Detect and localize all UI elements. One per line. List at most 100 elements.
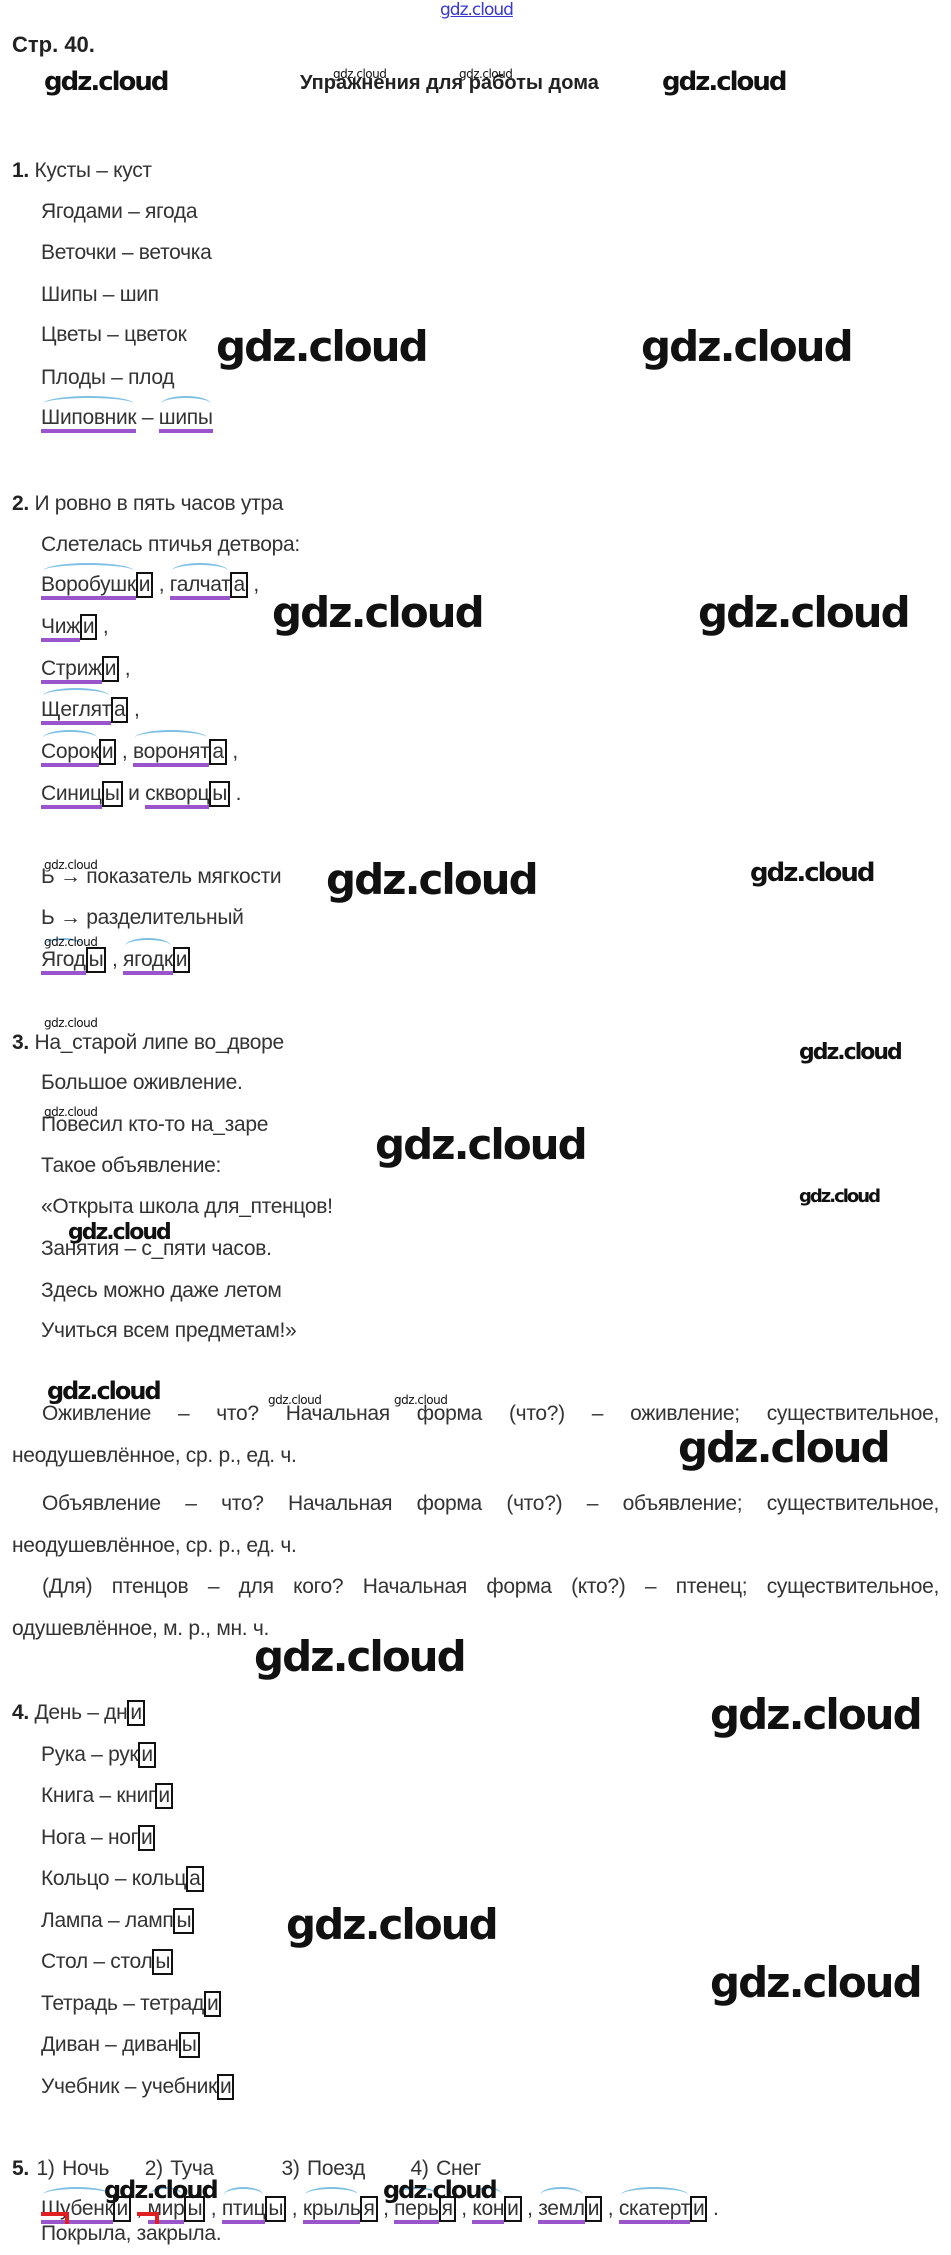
ex2-line: Слетелась птичья детвора: [41,533,300,556]
watermark: gdz.cloud [326,855,539,904]
line-text: И ровно в пять часов утра [34,492,284,515]
ending-box: и [203,1990,222,2017]
ending-box: ы [265,2196,287,2222]
answer: 4) Снег [410,2157,482,2180]
exercise-number: 1. [12,159,29,182]
ending-box: ы [85,947,107,973]
word-base: Чиж [41,615,80,642]
ending-box: а [230,572,248,598]
ex3-line: «Открыта школа для_птенцов! [41,1195,333,1218]
ex1-line-marked: Шиповник – шипы [41,405,213,433]
word-base: Ягод [41,948,86,975]
word-base: ягодк [123,948,173,975]
ex1-line: Плоды – плод [41,366,175,389]
answer: 1) Ночь [36,2157,110,2180]
ending-box: и [101,656,120,682]
word-base: скатерт [618,2197,690,2224]
watermark: gdz.cloud [104,2176,219,2204]
ex5-answers: 5. 1) Ночь 2) Туча 3) Поезд 4) Снег [12,2156,481,2182]
ending-box: и [216,2073,235,2100]
page-number: Стр. 40. [12,32,95,57]
exercise-number: 2. [12,492,29,515]
watermark: gdz.cloud [662,67,788,97]
word-base: воронят [132,740,210,767]
exercise-number: 4. [12,1701,29,1724]
watermark: gdz.cloud [286,1900,499,1949]
ex3-paragraph: (Для) птенцов – для кого? Начальная форм… [12,1566,939,1649]
watermark: gdz.cloud [333,67,387,81]
ending-box: ы [173,1907,195,1934]
word-base: Сорок [41,740,99,767]
text-segment: , [97,615,109,638]
word-base: скворц [145,782,210,809]
prefix: По [41,2222,68,2245]
ex2-soft-sign: Ь → показатель мягкости [41,865,282,888]
ending-box: и [127,1700,145,1726]
ex3-line: Такое объявление: [41,1154,222,1177]
pair-text: Нога – ног [41,1825,139,1849]
word-base: крыль [302,2197,361,2224]
ending-box: и [113,2196,131,2222]
watermark: gdz.cloud [44,67,170,97]
answer: 2) Туча [144,2157,214,2180]
ending-box: я [360,2196,378,2222]
watermark: gdz.cloud [44,1016,98,1030]
ending-box: и [172,947,191,973]
watermark: gdz.cloud [44,1105,98,1119]
pair-text: Лампа – ламп [41,1908,174,1932]
text-segment: крыла. [157,2222,222,2245]
answer: 3) Поезд [281,2157,365,2180]
exercise-number: 5. [12,2157,29,2180]
watermark: gdz.cloud [375,1120,588,1169]
word-base: птиц [221,2197,266,2224]
ex3-line: Повесил кто-то на_заре [41,1113,269,1136]
text-segment: , [119,657,131,680]
ex3-line: Учиться всем предметам!» [41,1319,297,1342]
text-segment: – [136,406,159,429]
ex1-line: Веточки – веточка [41,241,212,264]
word-base: перь [394,2197,439,2224]
site-link[interactable]: gdz.cloud [440,0,514,20]
word-base: Воробушк [41,573,136,600]
watermark: gdz.cloud [268,1393,322,1407]
prefix: за [136,2222,158,2245]
text-segment: , [130,2197,148,2220]
watermark: gdz.cloud [710,1690,923,1739]
text-segment: , [153,573,170,596]
ending-box: и [138,1741,156,1768]
watermark: gdz.cloud [47,1377,162,1405]
text-segment: , [226,740,238,763]
ex2-soft-sign: Ь → разделительный [41,906,244,929]
ex3-line: Здесь можно даже летом [41,1279,282,1302]
pair-text: Книга – книг [41,1784,156,1807]
watermark: gdz.cloud [641,322,854,371]
watermark: gdz.cloud [750,858,876,888]
text-segment: , [128,698,140,721]
text-segment: , [205,2197,222,2220]
ex1-line: Цветы – цветок [41,323,187,346]
line-text: На_старой липе во_дворе [34,1031,284,1054]
ending-box: и [79,614,98,640]
pair-text: Стол – стол [41,1950,153,1973]
ending-box: и [690,2196,708,2222]
text-segment: . [707,2197,719,2220]
watermark: gdz.cloud [799,1040,903,1065]
pair-text: Диван – диван [41,2033,179,2056]
watermark: gdz.cloud [216,322,429,371]
word-base: Щеглят [41,698,111,725]
ex1-line: Ягодами – ягода [41,200,198,223]
ending-box: и [98,739,117,765]
ex3-line: 3. На_старой липе во_дворе [12,1030,284,1056]
ex5-line-marked: Покрыла, закрыла. [41,2221,222,2247]
pair-text: Рука – рук [41,1742,139,1766]
ex1-line: Шипы – шип [41,283,159,306]
ex3-line: Большое оживление. [41,1071,243,1094]
